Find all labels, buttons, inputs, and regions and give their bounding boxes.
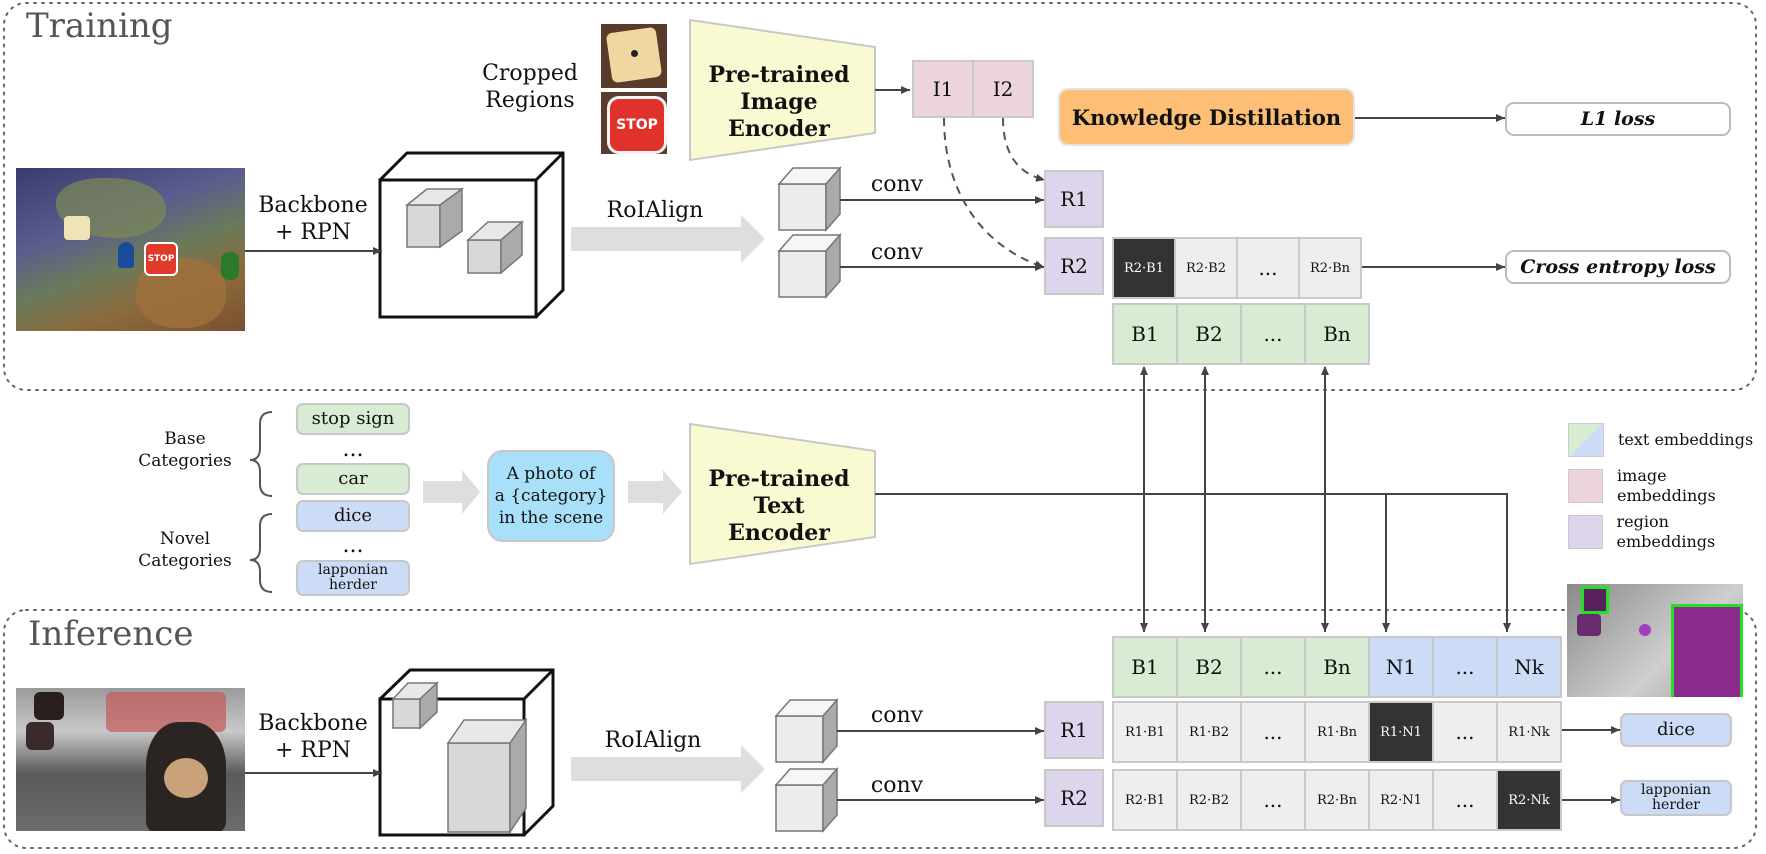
- base-categories-label: Base Categories: [138, 429, 232, 471]
- base-embedding-cell: B1: [1112, 303, 1178, 365]
- legend-label: region embeddings: [1616, 512, 1716, 551]
- training-frame: [3, 2, 1757, 391]
- cropped-stop-sign-image: STOP: [601, 92, 667, 154]
- training-proposal-boxes: [404, 187, 525, 275]
- inference-product-cell: R2·Nk: [1496, 769, 1562, 831]
- training-product-cell: R2·B2: [1174, 237, 1238, 299]
- inference-region-r2: R2: [1044, 769, 1104, 827]
- cropped-regions-label: Cropped Regions: [482, 61, 578, 113]
- training-feature-cube: [378, 151, 565, 319]
- inference-product-cell: ...: [1240, 769, 1306, 831]
- legend-swatch-image: [1568, 469, 1604, 503]
- inference-product-cell: ...: [1432, 769, 1498, 831]
- training-base-embedding-row: B1 B2 ... Bn: [1112, 303, 1370, 365]
- image-embedding-i2: I2: [972, 60, 1034, 118]
- inference-product-cell: R1·B1: [1112, 701, 1178, 763]
- training-region-r2: R2: [1044, 237, 1104, 295]
- inference-embedding-cell: B1: [1112, 636, 1178, 698]
- category-stop-sign: stop sign: [296, 403, 410, 435]
- prompt-to-encoder-arrow: [628, 470, 682, 514]
- cross-entropy-loss-box: Cross entropy loss: [1505, 250, 1731, 284]
- legend-label: text embeddings: [1618, 430, 1754, 449]
- inference-product-cell: R2·Bn: [1304, 769, 1370, 831]
- inference-embedding-cell: B2: [1176, 636, 1242, 698]
- prompt-template-box: A photo of a {category} in the scene: [487, 450, 615, 542]
- training-title: Training: [26, 6, 173, 46]
- inference-embedding-cell: Bn: [1304, 636, 1370, 698]
- training-conv-label-1: conv: [870, 172, 924, 197]
- inference-backbone-label: Backbone + RPN: [258, 711, 368, 763]
- inference-embedding-cell: Nk: [1496, 636, 1562, 698]
- inference-feature-cube: [378, 668, 555, 837]
- inference-product-row-r1: R1·B1 R1·B2 ... R1·Bn R1·N1 ... R1·Nk: [1112, 701, 1562, 763]
- image-encoder-shape: [689, 18, 876, 162]
- inference-product-cell: ...: [1240, 701, 1306, 763]
- base-embedding-cell: Bn: [1304, 303, 1370, 365]
- inference-output-image: [1567, 584, 1743, 697]
- inference-product-row-r2: R2·B1 R2·B2 ... R2·Bn R2·N1 ... R2·Nk: [1112, 769, 1562, 831]
- legend-swatch-region: [1568, 515, 1603, 549]
- inference-frame: [3, 609, 1757, 849]
- base-categories-ellipsis: ...: [342, 437, 364, 462]
- category-dice: dice: [296, 500, 410, 532]
- roialign-arrow-training: [571, 215, 765, 263]
- category-car: car: [296, 463, 410, 495]
- training-input-image: STOP: [16, 168, 245, 331]
- inference-input-image: [16, 688, 245, 831]
- category-lapponian-herder: lapponian herder: [296, 560, 410, 596]
- training-product-cell: R2·Bn: [1298, 237, 1362, 299]
- inference-conv-label-2: conv: [870, 773, 924, 798]
- inference-embedding-cell: N1: [1368, 636, 1434, 698]
- inference-product-cell: R2·N1: [1368, 769, 1434, 831]
- inference-product-cell: R1·B2: [1176, 701, 1242, 763]
- dog-detection-box: [1671, 604, 1743, 697]
- legend-region-embeddings: region embeddings: [1568, 512, 1766, 551]
- inference-proposal-boxes: [391, 681, 528, 835]
- image-encoder-label: Pre-trained Image Encoder: [708, 62, 850, 142]
- inference-embedding-row: B1 B2 ... Bn N1 ... Nk: [1112, 636, 1562, 698]
- legend-label: image embeddings: [1617, 466, 1716, 505]
- inference-embedding-cell: ...: [1432, 636, 1498, 698]
- inference-product-cell: R1·Nk: [1496, 701, 1562, 763]
- inference-region-r1: R1: [1044, 701, 1104, 759]
- inference-conv-label-1: conv: [870, 703, 924, 728]
- inference-output-lapponian-herder: lapponian herder: [1620, 780, 1732, 816]
- training-product-row: R2·B1 R2·B2 ... R2·Bn: [1112, 237, 1362, 299]
- inference-embedding-cell: ...: [1240, 636, 1306, 698]
- inference-product-cell: R1·Bn: [1304, 701, 1370, 763]
- training-region-r1: R1: [1044, 170, 1104, 228]
- text-encoder-label: Pre-trained Text Encoder: [708, 466, 850, 546]
- legend-swatch-text: [1568, 423, 1604, 457]
- training-product-cell: R2·B1: [1112, 237, 1176, 299]
- novel-categories-label: Novel Categories: [138, 529, 232, 571]
- cropped-dice-image: [601, 24, 667, 88]
- inference-product-cell: ...: [1432, 701, 1498, 763]
- inference-product-cell: R2·B1: [1112, 769, 1178, 831]
- training-backbone-label: Backbone + RPN: [258, 193, 368, 245]
- inference-product-cell: R2·B2: [1176, 769, 1242, 831]
- training-conv-label-2: conv: [870, 240, 924, 265]
- roi-feature-cubes: [774, 166, 842, 833]
- legend-text-embeddings: text embeddings: [1568, 423, 1766, 457]
- category-to-prompt-arrow: [423, 470, 480, 514]
- l1-loss-box: L1 loss: [1505, 102, 1731, 136]
- knowledge-distillation-box: Knowledge Distillation: [1058, 88, 1355, 146]
- base-embedding-cell: ...: [1240, 303, 1306, 365]
- text-encoder-shape: [689, 422, 876, 566]
- image-embedding-i1: I1: [912, 60, 974, 118]
- inference-product-cell: R1·N1: [1368, 701, 1434, 763]
- novel-categories-ellipsis: ...: [342, 533, 364, 558]
- legend-image-embeddings: image embeddings: [1568, 466, 1766, 505]
- roialign-arrow-inference: [571, 745, 765, 793]
- inference-roialign-label: RoIAlign: [604, 728, 702, 753]
- dice-detection-box: [1581, 586, 1609, 614]
- legend: text embeddings image embeddings region …: [1568, 423, 1766, 551]
- inference-output-dice: dice: [1620, 713, 1732, 747]
- training-product-cell: ...: [1236, 237, 1300, 299]
- inference-title: Inference: [28, 614, 194, 654]
- training-roialign-label: RoIAlign: [606, 198, 704, 223]
- base-embedding-cell: B2: [1176, 303, 1242, 365]
